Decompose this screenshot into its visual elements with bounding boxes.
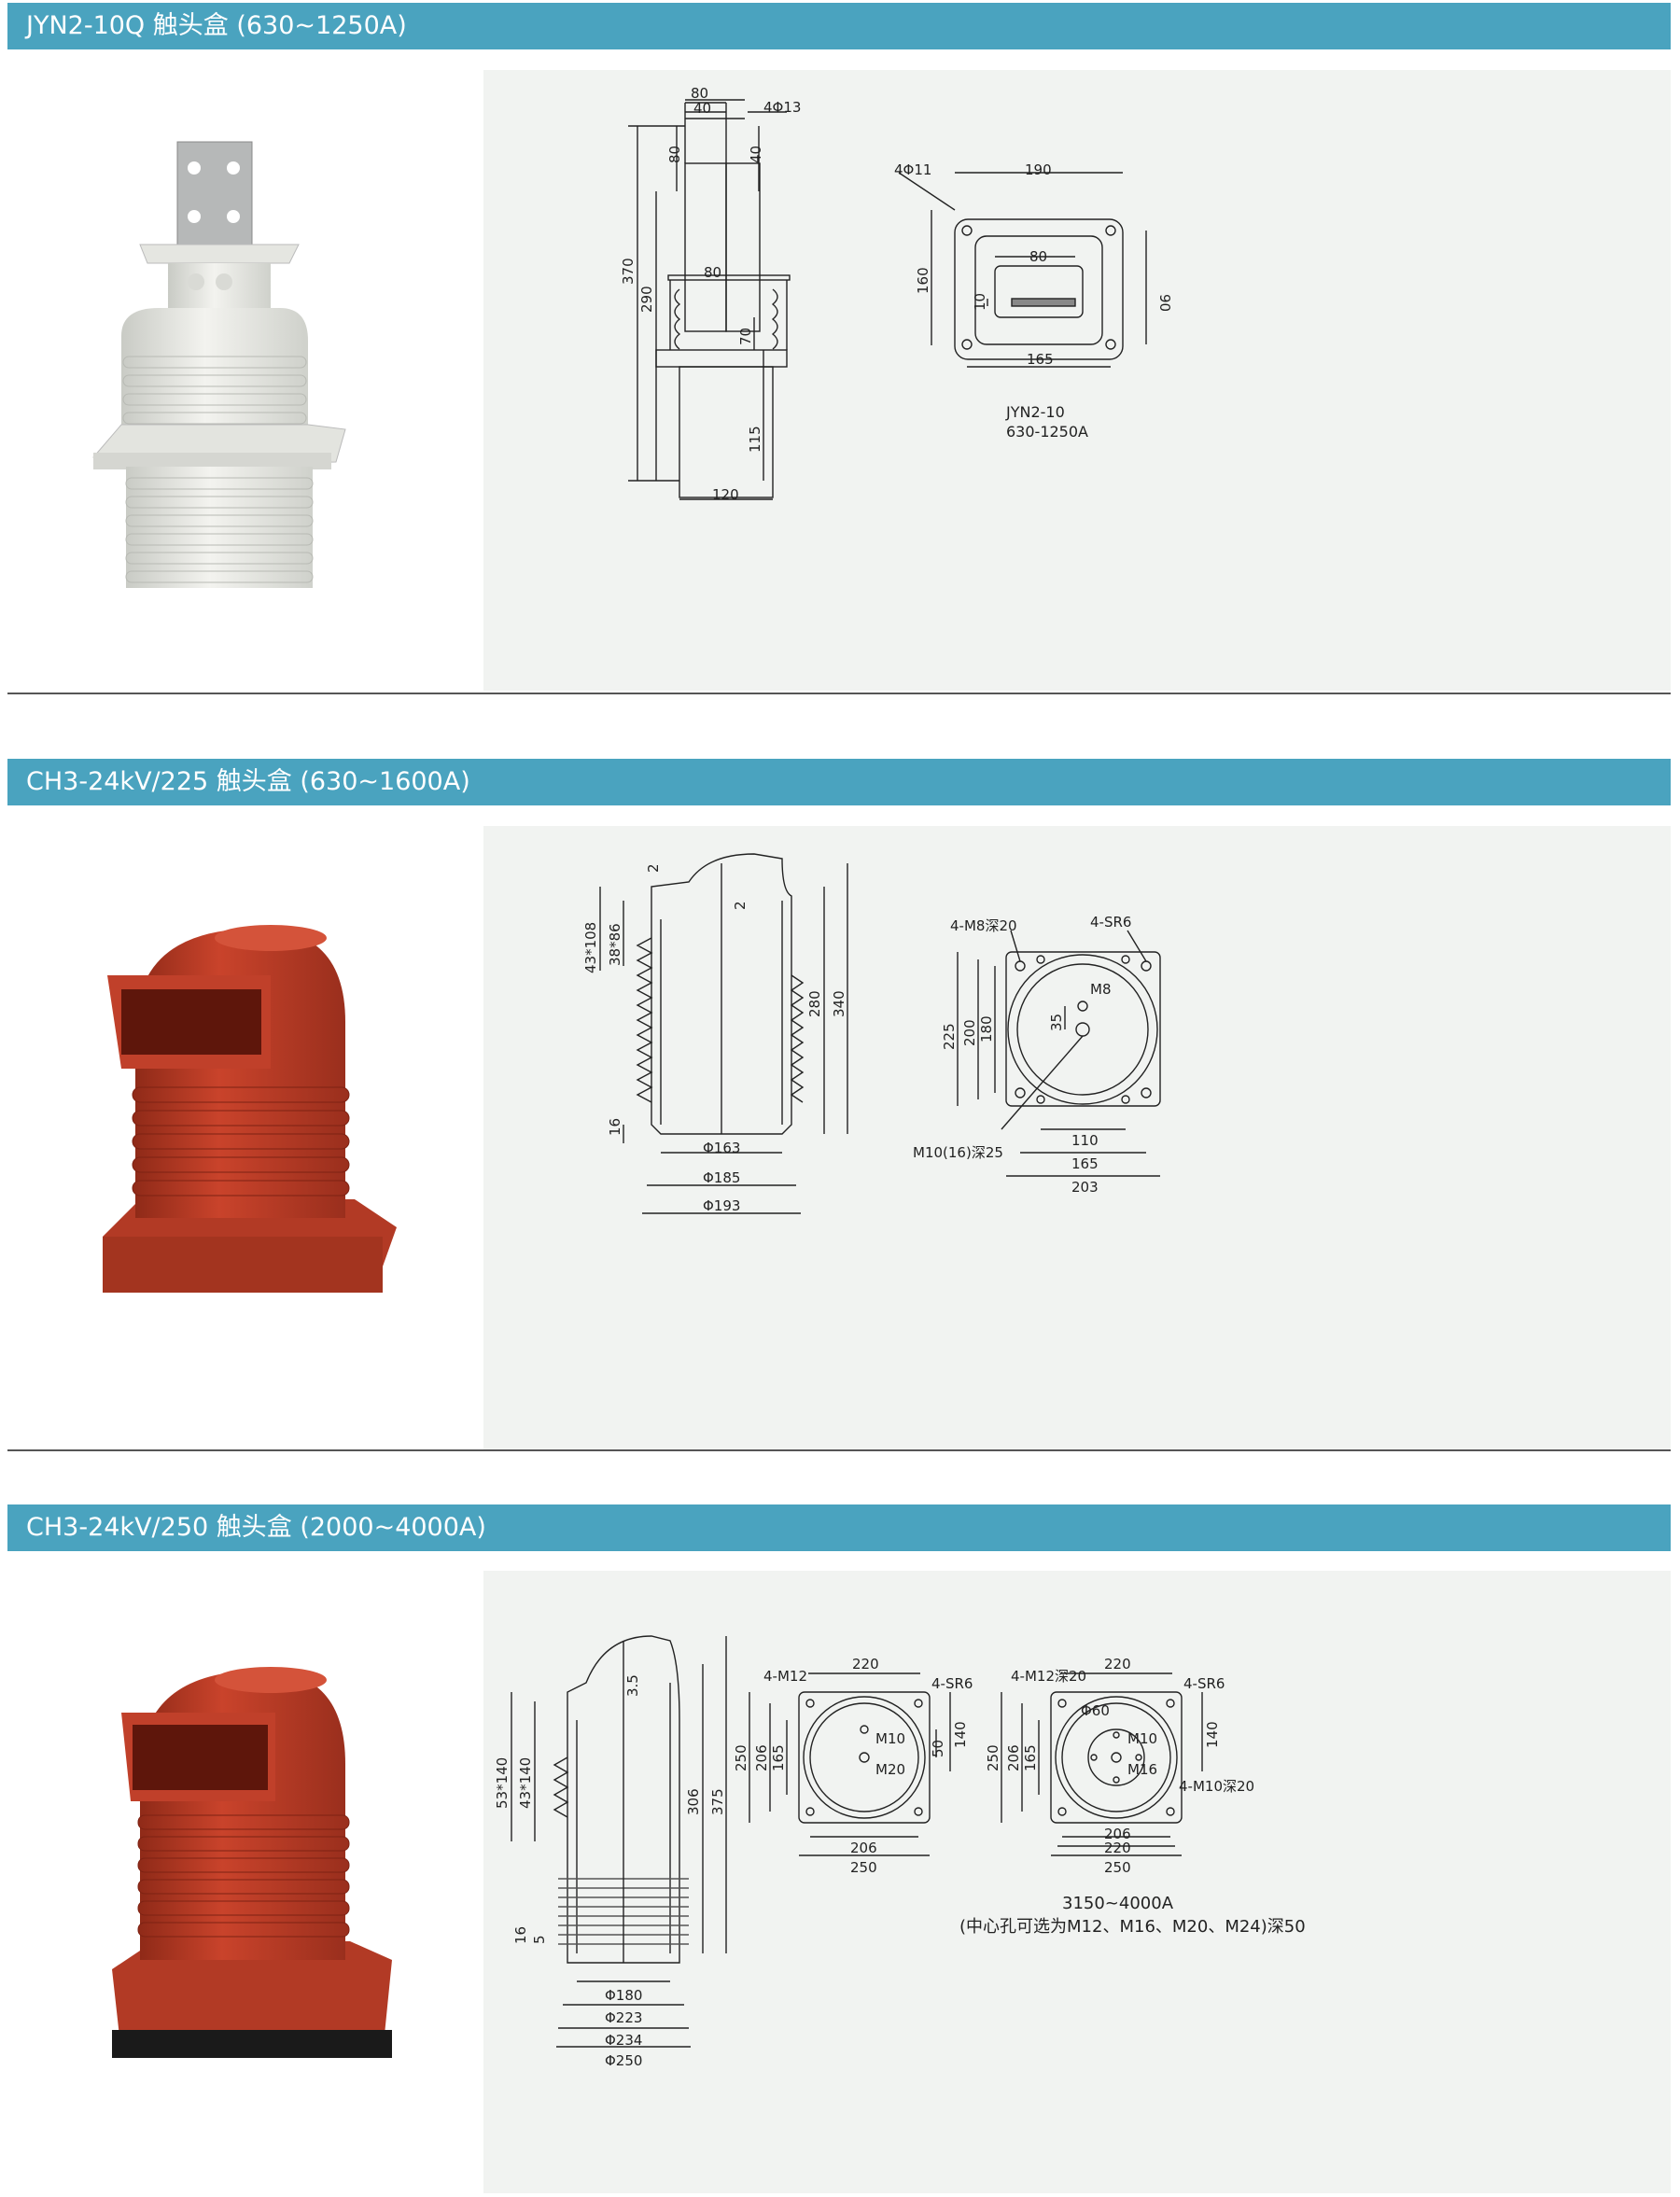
dim-s1-l-9: 115 [747, 426, 763, 453]
dim-s3-r-10: 4-M10深20 [1179, 1778, 1254, 1795]
jyn2-technical-drawing: 80 40 4Φ13 40 80 370 290 80 70 115 120 4… [620, 85, 1173, 503]
dim-s3-m-11: 250 [850, 1859, 877, 1876]
dim-s3-l-1: 43*140 [517, 1757, 534, 1809]
dim-s2-r-8: 165 [1071, 1155, 1099, 1172]
dim-s1-r-0: 4Φ11 [894, 161, 931, 178]
section-1-divider [7, 693, 1671, 694]
dim-s3-r-6: 140 [1204, 1721, 1221, 1748]
dim-s2-l-9: Φ193 [703, 1197, 740, 1214]
dim-s3-r-8: M10 [1127, 1730, 1157, 1747]
section-2-divider [7, 1449, 1671, 1451]
dim-s1-l-7: 80 [704, 264, 721, 281]
dim-s2-l-3: 38*86 [607, 923, 623, 966]
dim-s3-l-7: Φ180 [605, 1987, 642, 2004]
dim-s2-l-2: 43*108 [582, 922, 599, 973]
s3-caption-line1: 3150~4000A [1062, 1894, 1174, 1913]
dim-s3-r-11: 206 [1104, 1826, 1131, 1842]
dim-s1-l-2: 4Φ13 [763, 99, 801, 116]
dim-s2-r-9: 203 [1071, 1179, 1099, 1196]
dim-s3-r-7: Φ60 [1081, 1702, 1110, 1719]
section-3-header: CH3-24kV/250 触头盒 (2000~4000A) [7, 1504, 1671, 1551]
dim-s2-l-7: Φ163 [703, 1140, 740, 1156]
dim-s2-l-1: 2 [732, 901, 749, 910]
dim-s3-l-9: Φ234 [605, 2032, 642, 2049]
dim-s2-r-6: 35 [1048, 1014, 1065, 1031]
dim-s3-r-13: 250 [1104, 1859, 1131, 1876]
dim-s2-l-6: 16 [607, 1118, 623, 1136]
dim-s3-r-9: M16 [1127, 1761, 1157, 1778]
dim-s3-l-3: 306 [685, 1788, 702, 1815]
dim-s3-l-5: 16 [512, 1926, 529, 1944]
dim-s1-l-10: 120 [712, 486, 739, 503]
dim-s3-m-9: M20 [875, 1761, 905, 1778]
dim-s3-m-2: 4-SR6 [931, 1675, 973, 1692]
dim-s3-r-1: 220 [1104, 1656, 1131, 1672]
dim-s3-m-0: 4-M12 [763, 1668, 807, 1685]
section-2-header: CH3-24kV/225 触头盒 (630~1600A) [7, 759, 1671, 805]
dim-s1-r-2: 80 [1029, 248, 1047, 265]
s3-caption-line2: (中心孔可选为M12、M16、M20、M24)深50 [959, 1917, 1306, 1937]
dim-s3-r-4: 206 [1005, 1744, 1022, 1771]
dim-s3-m-7: 50 [930, 1740, 946, 1757]
dim-s2-l-0: 2 [645, 863, 662, 873]
dim-s1-r-6: 165 [1027, 351, 1054, 368]
dim-s3-r-12: 220 [1104, 1840, 1131, 1856]
dim-s3-l-6: 5 [531, 1935, 548, 1944]
dim-s3-l-10: Φ250 [605, 2052, 642, 2069]
dim-s2-r-0: 4-M8深20 [950, 917, 1017, 934]
section-1-drawing-panel: 80 40 4Φ13 40 80 370 290 80 70 115 120 4… [483, 70, 1671, 691]
dim-s1-l-5: 370 [620, 258, 637, 285]
dim-s3-r-5: 165 [1022, 1744, 1039, 1771]
dim-s1-l-1: 40 [693, 100, 711, 117]
dim-s3-l-0: 53*140 [494, 1757, 511, 1809]
dim-s3-l-2: 3.5 [624, 1674, 641, 1697]
s1-caption-line2: 630-1250A [1006, 423, 1088, 441]
jyn2-contact-box-photo [92, 141, 346, 588]
dim-s2-l-5: 340 [831, 990, 847, 1017]
dim-s1-l-0: 80 [691, 85, 708, 102]
dim-s1-l-3: 40 [748, 146, 764, 163]
section-3-drawing-panel: 53*140 43*140 3.5 306 375 16 5 Φ180 Φ223… [483, 1571, 1671, 2193]
dim-s2-r-1: 4-SR6 [1090, 914, 1131, 931]
dim-s2-l-8: Φ185 [703, 1169, 740, 1186]
dim-s2-r-4: 200 [961, 1019, 978, 1046]
ch3-225-contact-box-photo [103, 925, 397, 1293]
dim-s2-r-2: M8 [1090, 981, 1112, 998]
dim-s1-l-4: 80 [666, 146, 683, 163]
dim-s3-l-4: 375 [709, 1788, 726, 1815]
dim-s1-l-6: 290 [638, 286, 655, 313]
dim-s3-l-8: Φ223 [605, 2009, 642, 2026]
dim-s2-l-4: 280 [806, 990, 823, 1017]
dim-s3-m-1: 220 [852, 1656, 879, 1672]
dim-s1-r-5: 90 [1156, 294, 1173, 312]
dim-s3-m-8: M10 [875, 1730, 905, 1747]
dim-s2-r-3: 225 [941, 1023, 958, 1050]
section-1-header: JYN2-10Q 触头盒 (630~1250A) [7, 3, 1671, 49]
dim-s3-m-4: 206 [753, 1744, 770, 1771]
section-2-title: CH3-24kV/225 触头盒 (630~1600A) [26, 767, 470, 796]
dim-s3-m-5: 165 [770, 1744, 787, 1771]
dim-s1-l-8: 70 [737, 328, 754, 345]
dim-s1-r-1: 190 [1025, 161, 1052, 178]
ch3-250-technical-drawing: 53*140 43*140 3.5 306 375 16 5 Φ180 Φ223… [494, 1635, 1306, 2069]
dim-s3-m-10: 206 [850, 1840, 877, 1856]
dim-s3-r-0: 4-M12深20 [1011, 1668, 1086, 1685]
dim-s3-m-6: 140 [952, 1721, 969, 1748]
dim-s1-r-3: 160 [915, 267, 931, 294]
section-1-title: JYN2-10Q 触头盒 (630~1250A) [26, 11, 407, 40]
s1-caption-line1: JYN2-10 [1005, 403, 1065, 421]
dim-s2-r-10: M10(16)深25 [913, 1144, 1003, 1161]
ch3-225-technical-drawing: 2 2 43*108 38*86 280 340 16 Φ163 Φ185 Φ1… [582, 853, 1161, 1214]
section-2-drawing-panel: 2 2 43*108 38*86 280 340 16 Φ163 Φ185 Φ1… [483, 826, 1671, 1451]
dim-s2-r-5: 180 [978, 1015, 995, 1043]
dim-s3-r-2: 4-SR6 [1183, 1675, 1225, 1692]
dim-s1-r-4: 10 [972, 293, 988, 311]
dim-s3-m-3: 250 [733, 1744, 749, 1771]
dim-s3-r-3: 250 [985, 1744, 1001, 1771]
section-3-title: CH3-24kV/250 触头盒 (2000~4000A) [26, 1513, 486, 1542]
ch3-250-contact-box-photo [112, 1667, 392, 2058]
dim-s2-r-7: 110 [1071, 1132, 1099, 1149]
